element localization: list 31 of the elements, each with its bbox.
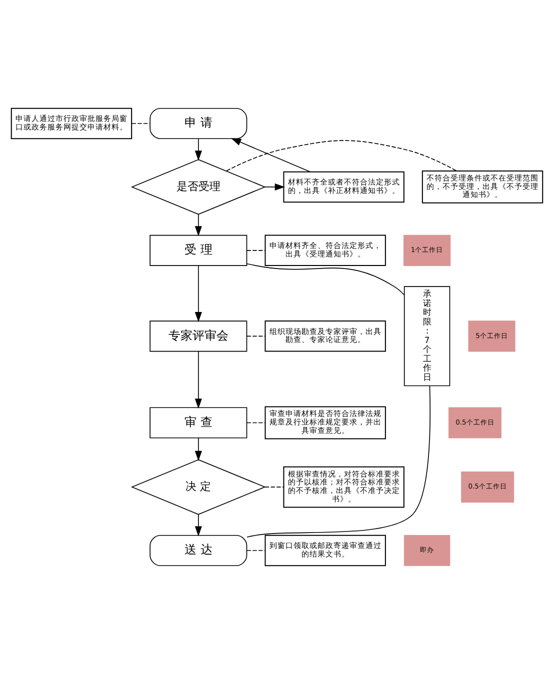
node-box: 到窗口领取或邮政寄递审查通过的结果文书。: [264, 534, 386, 566]
node-box: 材料不齐全或者不符合法定形式的，出具《补正材料通知书》。: [283, 170, 404, 202]
arrow: [194, 350, 202, 408]
node-box: 专家评审会: [150, 320, 248, 352]
connector: [226, 140, 457, 171]
node-box: 根据审查情况，对符合标准要求的予以核准；对不符合标准要求的不予核准，出具《不准予决定书》。: [283, 466, 404, 508]
node-box: 申请材料齐全、符合法定形式，出具《受理通知书》。: [264, 234, 386, 266]
node-box: 组织现场勘查及专家评审，出具勘查、专家论证意见。: [264, 320, 386, 352]
arrow: [194, 514, 202, 536]
connector: [246, 384, 431, 538]
arrow: [230, 138, 310, 172]
node-box: 受 理: [150, 234, 248, 266]
connector: [264, 486, 284, 487]
node-box: 审查申请材料是否符合法律法规规章及行业标准规定要求，并出具审查意见。: [264, 406, 386, 439]
node-box: 送 达: [150, 534, 248, 566]
connector: [246, 335, 266, 336]
arrow: [194, 138, 202, 160]
connector: [246, 422, 266, 423]
node-diamond: 决 定: [130, 458, 266, 514]
node-box: 承诺时限：7个工作日: [404, 286, 450, 386]
node-box: 审 查: [150, 406, 248, 438]
connector: [131, 122, 150, 124]
connector: [246, 262, 405, 295]
node-diamond: 是否受理: [130, 158, 266, 214]
arrow: [194, 264, 202, 322]
node-box: 申请人通过市行政审批服务局窗口或政务服务网提交申请材料。: [10, 107, 132, 139]
node-box: 申 请: [150, 107, 248, 139]
node-box: 不符合受理条件或不在受理范围的，不予受理，出具《不予受理通知书》。: [422, 170, 544, 203]
arrow: [264, 182, 285, 190]
arrow: [194, 213, 202, 236]
arrow: [194, 437, 202, 460]
